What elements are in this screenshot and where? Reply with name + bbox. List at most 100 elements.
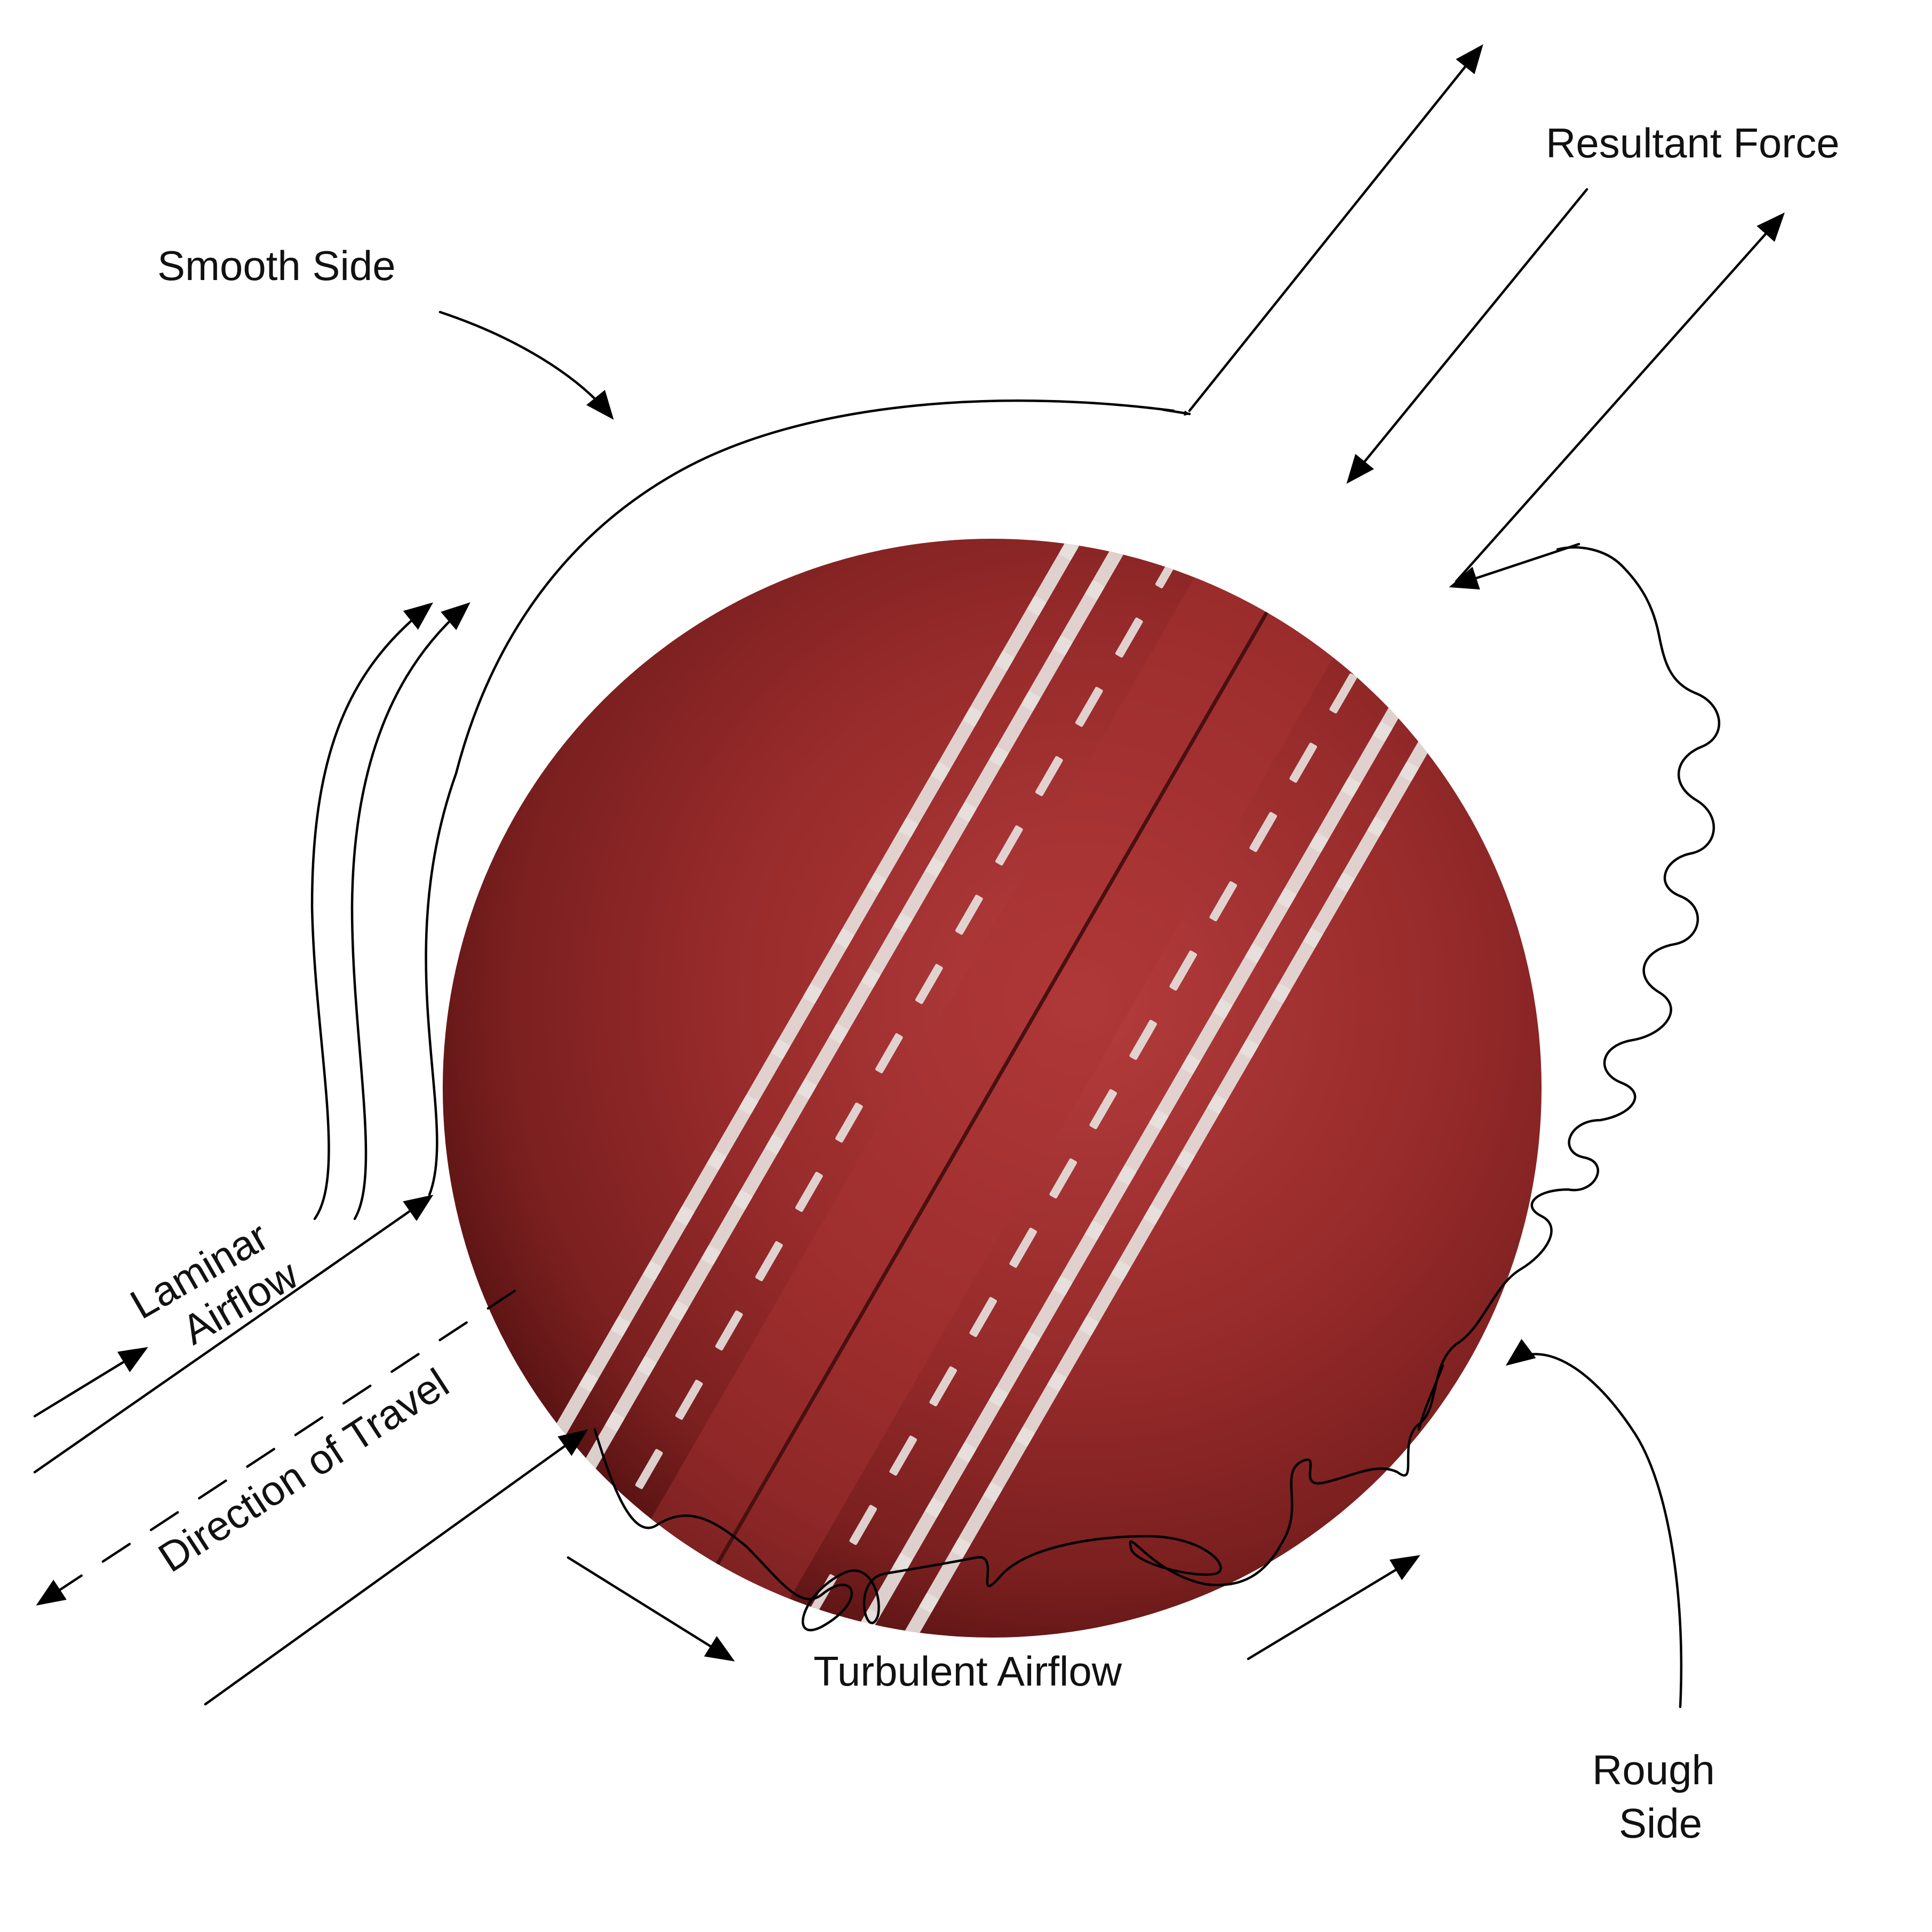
stitch [797,1024,849,1099]
stitch [1195,478,1224,520]
stitch [1085,1165,1136,1241]
stitch [1249,812,1278,852]
stitch [823,1703,875,1779]
direction-of-travel-label: Direction of Travel [150,1359,457,1581]
stitch [875,1033,903,1074]
stitch [701,1190,753,1265]
stitch [1309,777,1360,852]
stitch [1015,1371,1067,1447]
stitch [893,1498,944,1573]
stitch [755,1241,783,1281]
stitch [707,1095,759,1170]
rough-side-label-line1: Rough [1592,1746,1715,1793]
stitch [1329,673,1358,714]
stitch [1169,951,1197,991]
stitch [1175,1094,1227,1170]
laminar-airflow-label: Laminar Airflow [123,1212,306,1354]
stitch [867,817,919,893]
stitch [605,1356,657,1432]
stitch [675,1150,727,1226]
stitch [1053,580,1105,656]
stitch [1289,743,1318,783]
stitch [889,1435,917,1476]
stitch [1111,1205,1163,1280]
stitch [1431,651,1483,726]
stitch [1079,1260,1131,1336]
stitch [893,857,945,933]
stitch [1405,611,1456,686]
turbulent-airflow-label: Turbulent Airflow [813,1648,1122,1695]
stitch [969,1297,997,1337]
stitch [1181,999,1232,1074]
stitch [733,1135,785,1210]
stitch [1021,635,1073,711]
stitch [595,1518,623,1559]
direction-of-travel-arrow [36,1289,516,1606]
stitch [1213,943,1264,1019]
stitch [1027,540,1079,616]
stitch [995,825,1023,866]
stitch [1117,1109,1168,1185]
stitch [919,1537,971,1613]
stitch [1367,761,1419,837]
stitch [643,1205,694,1281]
stitch [983,1426,1035,1502]
stitch [929,1366,957,1407]
stitch [989,1331,1040,1407]
stitch [669,1245,721,1321]
turbulent-airflow-lines [204,542,1721,1706]
stitch [483,1482,534,1558]
stitch [1021,1276,1072,1352]
stitch [1149,1054,1200,1130]
resultant-force-label: Resultant Force [1546,119,1840,166]
stitch [957,746,1009,822]
stitch [1369,604,1398,644]
stitch [835,1103,863,1143]
stitch [1047,1316,1099,1391]
stitch [1053,1220,1104,1296]
stitch [829,968,881,1044]
stitch [715,1310,743,1351]
stitch [1117,539,1169,545]
cricket-ball [443,429,1542,1779]
rough-side-label-line2: Side [1619,1800,1702,1847]
stitch [1049,1158,1077,1199]
stitch [1129,1019,1157,1060]
stitch [1207,1039,1259,1114]
stitch [1271,928,1323,1003]
stitch [771,984,823,1059]
stitch [1075,686,1103,727]
stitch [925,802,977,877]
rough-side-pointer [1505,1339,1683,1709]
stitch [1303,872,1355,948]
stitch [1335,817,1387,892]
stitch [1035,756,1063,796]
stitch [1091,429,1143,505]
stitch [995,596,1047,671]
stitch [931,706,983,782]
stitch [1115,617,1143,658]
stitch [579,1316,630,1392]
stitch [1341,722,1392,797]
stitch [957,1387,1008,1462]
stitch [1239,983,1291,1059]
stitch [955,895,983,935]
stitch [1245,888,1296,963]
stitch [765,1079,817,1154]
stitch [611,1261,662,1336]
stitch [849,1505,877,1545]
stitch [899,762,951,837]
stitch [1089,1089,1117,1129]
stitch [925,1442,976,1518]
seam-line [670,539,1314,1638]
stitch [835,873,887,948]
stitch [989,691,1041,767]
stitch [769,1643,797,1684]
stitch [637,1300,689,1376]
stitch [739,1039,791,1115]
laminar-airflow-lines [33,399,1191,1474]
stitch [861,913,913,988]
stitch [963,651,1015,727]
stitch [635,1449,663,1489]
